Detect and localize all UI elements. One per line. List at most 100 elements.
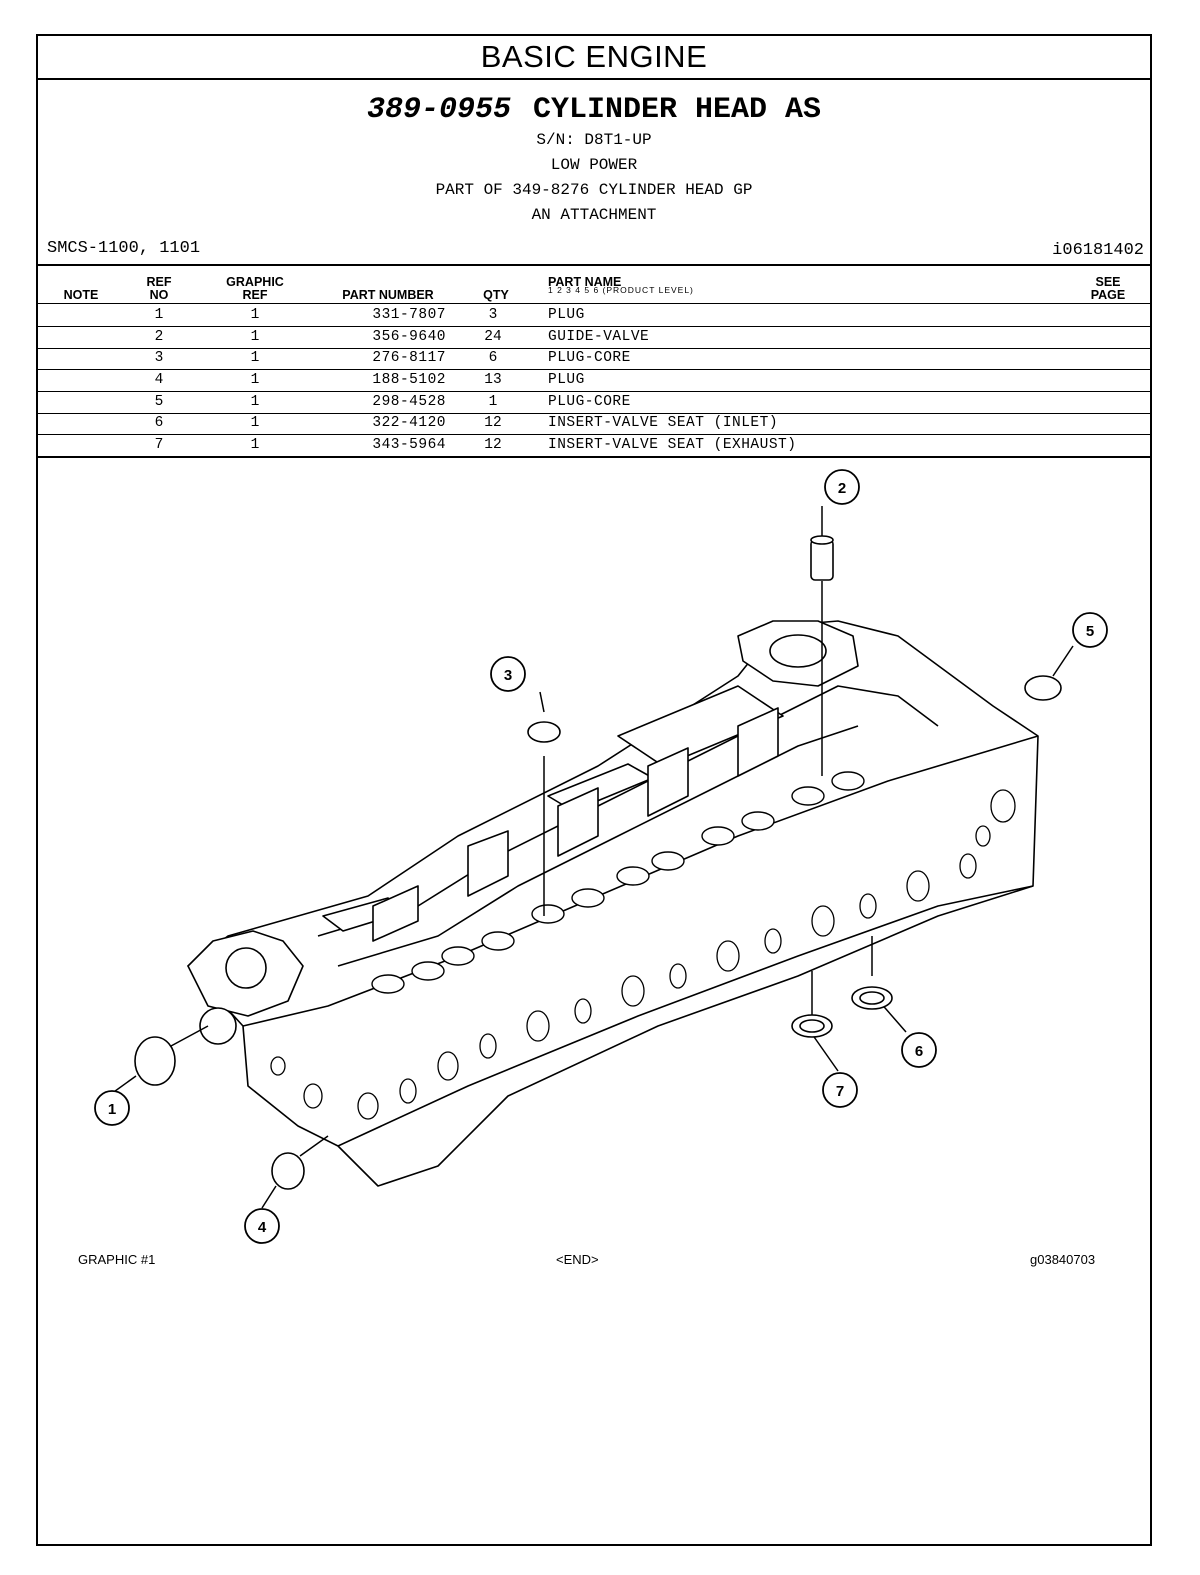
callout-numbers: 2 5 3 1 4 6 7: [108, 480, 1094, 1236]
valve-pockets: [371, 771, 865, 994]
callout-2: 2: [838, 480, 846, 497]
ref-no: 5: [154, 394, 164, 410]
side-face-edge: [337, 885, 1034, 1147]
part-number-title: 389-0955: [366, 93, 511, 127]
plug-core-part-5: [1024, 675, 1062, 701]
qty: 12: [484, 437, 502, 453]
qty: 3: [488, 307, 498, 323]
qty: 13: [484, 372, 502, 388]
col-see-page-line2: PAGE: [1090, 288, 1126, 302]
row-divider: [38, 391, 1150, 392]
part-number: 322-4120: [372, 415, 446, 431]
ref-no: 2: [154, 329, 164, 345]
table-header-rule: [38, 303, 1150, 304]
callout-circle-4: [244, 1208, 280, 1244]
tower-3: [557, 787, 599, 857]
col-graphic-ref-line1: GRAPHIC: [226, 275, 284, 289]
section-title: BASIC ENGINE: [38, 36, 1150, 80]
row-divider: [38, 413, 1150, 414]
table-row: 2 1 356-9640 24 GUIDE-VALVE: [38, 327, 1150, 348]
part-title-line: 389-0955 CYLINDER HEAD AS: [38, 92, 1150, 128]
side-openings: [270, 789, 1016, 1120]
exploded-parts: [134, 535, 1062, 1190]
col-ref-no: REF NO: [138, 276, 180, 302]
row-divider: [38, 348, 1150, 349]
graphic-ref: 1: [250, 394, 260, 410]
table-row: 5 1 298-4528 1 PLUG-CORE: [38, 392, 1150, 413]
table-bottom-rule: [38, 456, 1150, 458]
graphic-ref: 1: [250, 350, 260, 366]
col-graphic-ref-line2: REF: [242, 288, 268, 302]
graphic-ref: 1: [250, 329, 260, 345]
rear-bore: [769, 634, 827, 668]
callout-circles: [94, 469, 1108, 1244]
qty: 1: [488, 394, 498, 410]
col-part-name: PART NAME: [548, 275, 622, 289]
part-number: 343-5964: [372, 437, 446, 453]
header-line-2: LOW POWER: [550, 156, 638, 174]
callout-5: 5: [1086, 623, 1094, 640]
cylinder-head-illustration: 2 5 3 1 4 6 7: [94, 469, 1108, 1244]
col-see-page: SEE PAGE: [1082, 276, 1134, 302]
ref-no: 7: [154, 437, 164, 453]
end-label: <END>: [556, 1252, 599, 1267]
front-port: [199, 1007, 237, 1045]
callout-circle-2: [824, 469, 860, 505]
table-row: 3 1 276-8117 6 PLUG-CORE: [38, 348, 1150, 369]
callout-3: 3: [504, 667, 512, 684]
cylinder-head-drawing: [187, 620, 1039, 1187]
gallery-rail: [317, 685, 939, 937]
part-number: 188-5102: [372, 372, 446, 388]
part-number: 276-8117: [372, 350, 446, 366]
tower-2: [467, 830, 509, 897]
part-name-title: CYLINDER HEAD AS: [532, 93, 822, 127]
header-divider: [38, 264, 1150, 266]
qty: 12: [484, 415, 502, 431]
part-name: INSERT-VALVE SEAT (INLET): [548, 415, 779, 431]
header-line-4: AN ATTACHMENT: [531, 206, 657, 224]
header-line-3: PART OF 349-8276 CYLINDER HEAD GP: [435, 181, 753, 199]
part-name: PLUG: [548, 307, 585, 323]
graphic-ref: 1: [250, 307, 260, 323]
callout-7: 7: [836, 1083, 844, 1100]
ref-no: 6: [154, 415, 164, 431]
part-number: 356-9640: [372, 329, 446, 345]
graphic-ref: 1: [250, 415, 260, 431]
graphic-ref: 1: [250, 372, 260, 388]
graphic-id: g03840703: [1030, 1252, 1096, 1267]
tower-4: [647, 747, 689, 817]
valve-guide-part: [810, 539, 834, 581]
part-name: PLUG-CORE: [548, 394, 631, 410]
qty: 24: [484, 329, 502, 345]
part-name: PLUG-CORE: [548, 350, 631, 366]
document-id: i06181402: [1052, 241, 1144, 260]
ref-no: 3: [154, 350, 164, 366]
plug-part-1: [134, 1036, 176, 1086]
row-divider: [38, 369, 1150, 370]
tower-5: [737, 707, 779, 777]
tower-1: [372, 885, 419, 942]
part-name: PLUG: [548, 372, 585, 388]
callout-4: 4: [258, 1219, 267, 1236]
table-row: 6 1 322-4120 12 INSERT-VALVE SEAT (INLET…: [38, 413, 1150, 434]
table-row: 1 1 331-7807 3 PLUG: [38, 305, 1150, 326]
col-product-level: 1 2 3 4 5 6 (PRODUCT LEVEL): [548, 285, 694, 295]
part-number: 298-4528: [372, 394, 446, 410]
plug-part-4: [271, 1152, 305, 1190]
callout-circle-1: [94, 1090, 130, 1126]
plug-core-part-3: [527, 721, 561, 743]
front-bore: [225, 947, 267, 989]
graphic-label: GRAPHIC #1: [78, 1252, 156, 1267]
part-number: 331-7807: [372, 307, 446, 323]
smcs-code: SMCS-1100, 1101: [47, 239, 201, 258]
col-ref-no-line2: NO: [149, 288, 169, 302]
gallery-rail-lower: [337, 725, 859, 967]
row-divider: [38, 326, 1150, 327]
callout-6: 6: [915, 1043, 923, 1060]
callout-circle-7: [822, 1072, 858, 1108]
table-row: 7 1 343-5964 12 INSERT-VALVE SEAT (EXHAU…: [38, 435, 1150, 456]
cover-plate-right: [617, 685, 784, 767]
qty: 6: [488, 350, 498, 366]
